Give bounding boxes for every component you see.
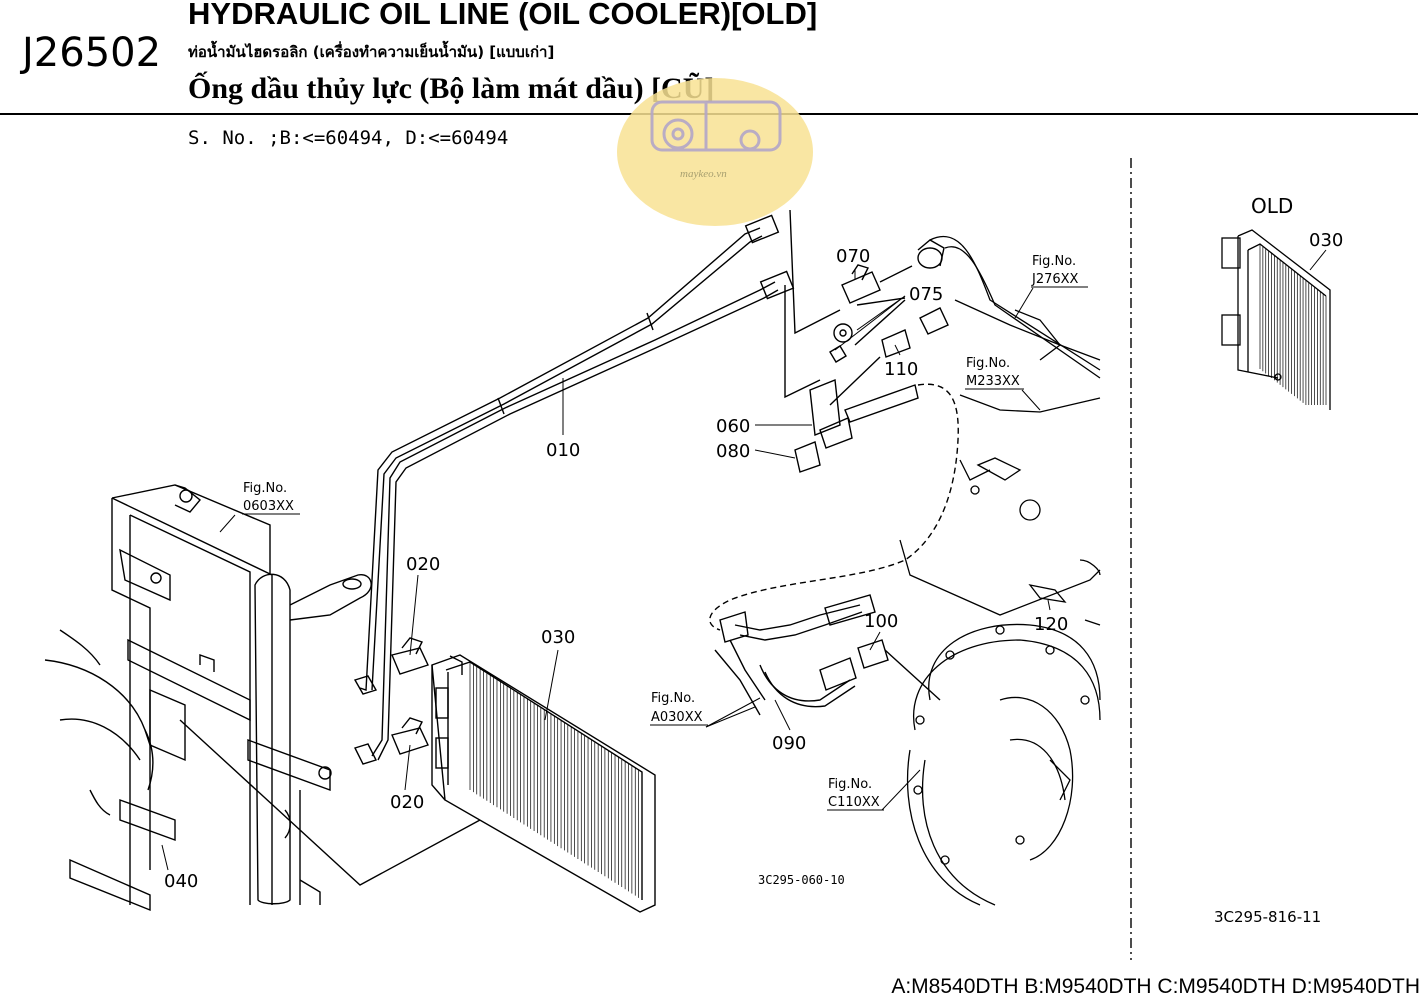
part-label-100: 100 xyxy=(864,611,898,632)
fig-ref-m233-label: Fig.No. xyxy=(966,356,1010,371)
part-label-020-upper: 020 xyxy=(406,554,440,575)
drawing-code-inset: 3C295-816-11 xyxy=(1214,908,1321,926)
fitting-cluster xyxy=(784,209,949,473)
part-label-080: 080 xyxy=(716,441,750,462)
serial-info: S. No. ;B:<=60494, D:<=60494 xyxy=(188,127,509,149)
fig-ref-j276: J276XX xyxy=(1031,272,1079,287)
part-labels: 010 020 020 030 040 060 070 075 080 090 … xyxy=(164,194,1343,926)
pipe-010 xyxy=(353,214,795,765)
hose-090 xyxy=(709,383,959,716)
inset-oil-cooler xyxy=(1221,229,1331,410)
transmission-housing xyxy=(899,235,1101,906)
inset-cooler-fins xyxy=(1259,244,1327,405)
watermark-tractor-icon xyxy=(650,100,782,152)
model-list: A:M8540DTH B:M9540DTH C:M9540DTH D:M9540… xyxy=(891,975,1420,998)
part-label-030: 030 xyxy=(541,627,575,648)
inset-title: OLD xyxy=(1251,194,1293,218)
part-label-060: 060 xyxy=(716,416,750,437)
fig-ref-a030: A030XX xyxy=(651,710,703,725)
cooler-fins xyxy=(469,662,643,900)
part-label-020-lower: 020 xyxy=(390,792,424,813)
fig-ref-c110: C110XX xyxy=(828,795,880,810)
title-thai: ท่อน้ำมันไฮดรอลิก (เครื่องทำความเย็นน้ำม… xyxy=(188,43,555,61)
elbow-020 xyxy=(391,637,429,755)
part-label-010: 010 xyxy=(546,440,580,461)
fig-ref-c110-label: Fig.No. xyxy=(828,777,872,792)
page-code: J26502 xyxy=(22,30,162,76)
fig-ref-underlines xyxy=(242,286,1088,811)
part-label-110: 110 xyxy=(884,359,918,380)
watermark-text: maykeo.vn xyxy=(680,168,727,180)
fig-ref-a030-label: Fig.No. xyxy=(651,691,695,706)
part-label-070: 070 xyxy=(836,246,870,267)
fig-ref-0603: 0603XX xyxy=(243,499,294,514)
part-label-075: 075 xyxy=(909,284,943,305)
drawing-code-main: 3C295-060-10 xyxy=(758,873,845,887)
part-label-090: 090 xyxy=(772,733,806,754)
part-label-040: 040 xyxy=(164,871,198,892)
fig-ref-j276-label: Fig.No. xyxy=(1032,254,1076,269)
fig-ref-m233: M233XX xyxy=(966,374,1020,389)
leader-lines xyxy=(161,249,1327,871)
front-frame xyxy=(44,484,481,912)
title-english: HYDRAULIC OIL LINE (OIL COOLER)[OLD] xyxy=(188,0,818,31)
part-label-120: 120 xyxy=(1034,614,1068,635)
inset-part-label-030: 030 xyxy=(1309,230,1343,251)
title-vietnamese: Ống dầu thủy lực (Bộ làm mát dầu) [CŨ] xyxy=(188,72,715,105)
fig-ref-0603-label: Fig.No. xyxy=(243,481,287,496)
